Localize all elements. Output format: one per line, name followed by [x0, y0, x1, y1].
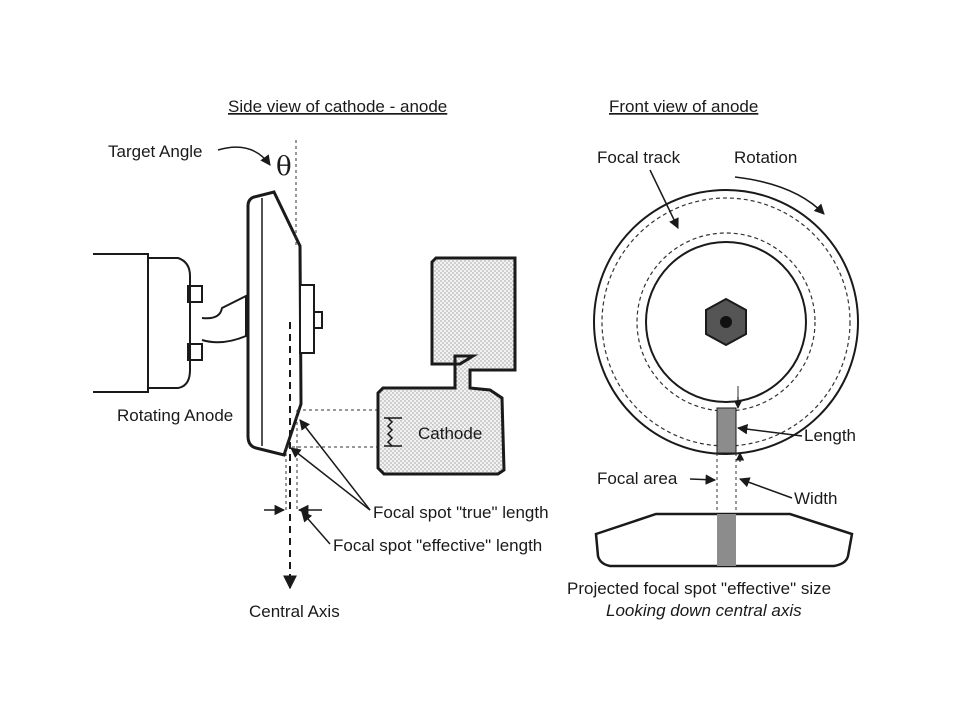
rotation-label: Rotation: [734, 148, 797, 167]
projected-focal-spot: [717, 514, 736, 566]
projected-anode: [594, 512, 854, 568]
effective-length-label: Focal spot "effective" length: [333, 536, 542, 555]
width-label: Width: [794, 489, 837, 508]
width-projection: [716, 453, 737, 512]
focal-strip: [716, 407, 737, 454]
focal-track-label: Focal track: [597, 148, 681, 167]
anode-axle: [720, 316, 732, 328]
rotation-arrow: [734, 176, 825, 215]
front-view-title: Front view of anode: [609, 97, 758, 116]
motor-housing: [93, 253, 247, 393]
anode-inner-ring: [636, 232, 816, 412]
central-axis-label: Central Axis: [249, 602, 340, 621]
focal-spot-projections: [285, 409, 380, 512]
front-view: Front view of anode Focal track Rotation…: [567, 97, 859, 620]
anode-hub-ring: [645, 241, 807, 403]
looking-down-label: Looking down central axis: [606, 601, 802, 620]
side-view-title: Side view of cathode - anode: [228, 97, 447, 116]
target-angle-label: Target Angle: [108, 142, 203, 161]
rotating-anode-label: Rotating Anode: [117, 406, 233, 425]
projected-size-label: Projected focal spot "effective" size: [567, 579, 831, 598]
true-length-label: Focal spot "true" length: [373, 503, 549, 522]
anode-outer-disc: [593, 189, 859, 455]
target-angle-arrow: [217, 146, 271, 166]
rotating-anode-disc: [246, 190, 303, 457]
focal-area-label: Focal area: [597, 469, 678, 488]
theta-symbol: θ: [276, 152, 292, 182]
side-view: Side view of cathode - anode θ Target An…: [93, 97, 549, 621]
cathode-body: [376, 256, 517, 476]
cathode-label: Cathode: [418, 424, 482, 443]
focal-track-ring: [601, 197, 851, 447]
anode-stub: [299, 284, 323, 354]
length-label: Length: [804, 426, 856, 445]
